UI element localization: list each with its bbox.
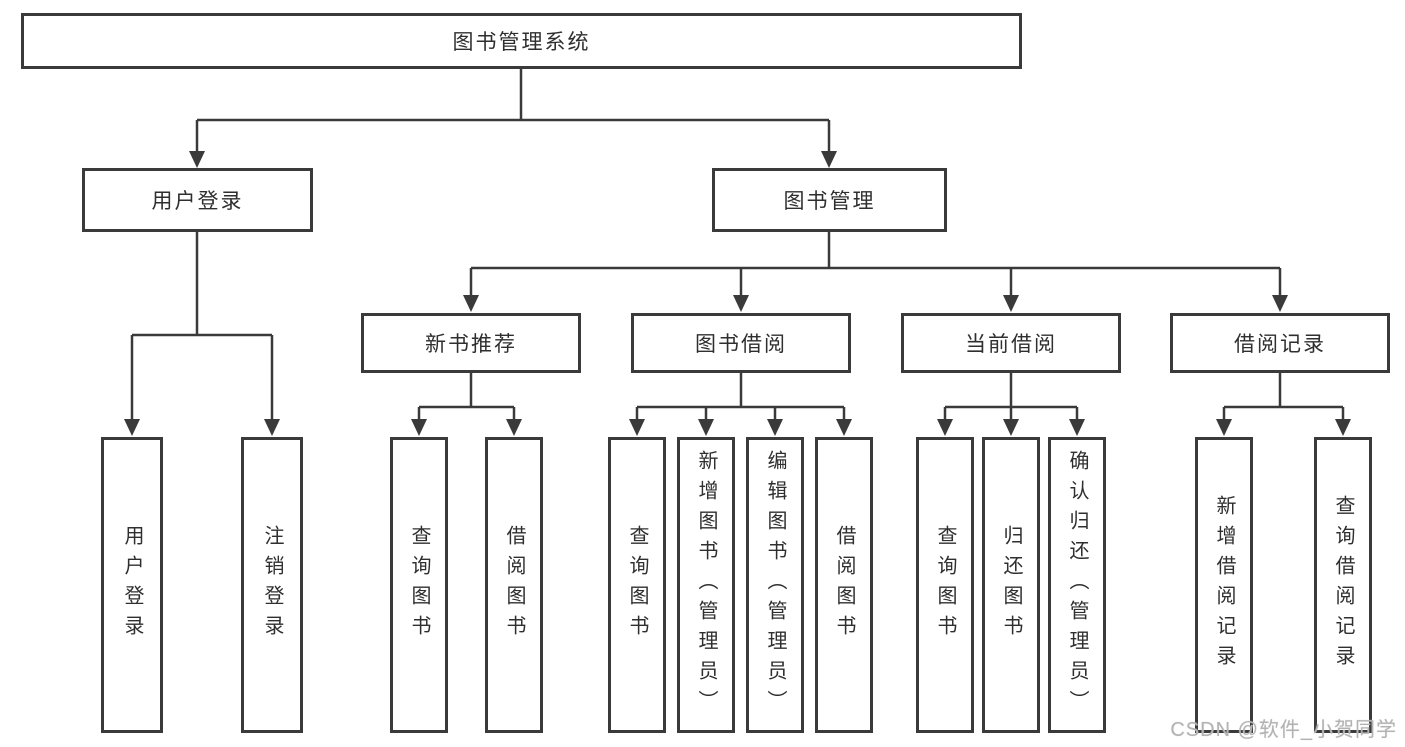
leaf-add-books-admin-label: 新增图书（管理员） (695, 450, 717, 720)
watermark-text: CSDN @软件_小贺同学 (1170, 719, 1397, 741)
leaf-query-books-borrow-label: 查询图书 (626, 525, 648, 645)
leaf-confirm-return-admin-label: 确认归还（管理员） (1066, 450, 1088, 720)
leaf-user-login: 用户登录 (101, 437, 163, 733)
leaf-query-books-recommend: 查询图书 (390, 437, 448, 733)
leaf-query-books-current-label: 查询图书 (934, 525, 956, 645)
leaf-borrow-books-recommend: 借阅图书 (485, 437, 543, 733)
node-user-login: 用户登录 (82, 168, 313, 232)
node-borrow-records: 借阅记录 (1170, 313, 1390, 373)
node-book-borrow: 图书借阅 (631, 313, 851, 373)
leaf-edit-books-admin-label: 编辑图书（管理员） (764, 450, 786, 720)
leaf-query-books-current: 查询图书 (916, 437, 974, 733)
node-library-management-system: 图书管理系统 (21, 13, 1022, 69)
leaf-user-login-label: 用户登录 (121, 525, 143, 645)
arrowheads (124, 151, 1351, 436)
leaf-borrow-books-recommend-label: 借阅图书 (503, 525, 525, 645)
node-book-management: 图书管理 (712, 168, 947, 232)
leaf-add-books-admin: 新增图书（管理员） (677, 437, 735, 733)
node-current-borrow: 当前借阅 (901, 313, 1121, 373)
leaf-add-borrow-record-label: 新增借阅记录 (1213, 495, 1235, 675)
leaf-add-borrow-record: 新增借阅记录 (1195, 437, 1253, 733)
leaf-query-books-recommend-label: 查询图书 (408, 525, 430, 645)
leaf-borrow-books-label: 借阅图书 (833, 525, 855, 645)
node-new-book-recommend: 新书推荐 (361, 313, 581, 373)
leaf-query-books-borrow: 查询图书 (608, 437, 666, 733)
leaf-borrow-books: 借阅图书 (815, 437, 873, 733)
leaf-query-borrow-record: 查询借阅记录 (1314, 437, 1372, 733)
leaf-return-books: 归还图书 (982, 437, 1040, 733)
leaf-logout-label: 注销登录 (261, 525, 283, 645)
leaf-edit-books-admin: 编辑图书（管理员） (746, 437, 804, 733)
leaf-return-books-label: 归还图书 (1000, 525, 1022, 645)
leaf-query-borrow-record-label: 查询借阅记录 (1332, 495, 1354, 675)
leaf-logout: 注销登录 (241, 437, 303, 733)
leaf-confirm-return-admin: 确认归还（管理员） (1048, 437, 1106, 733)
